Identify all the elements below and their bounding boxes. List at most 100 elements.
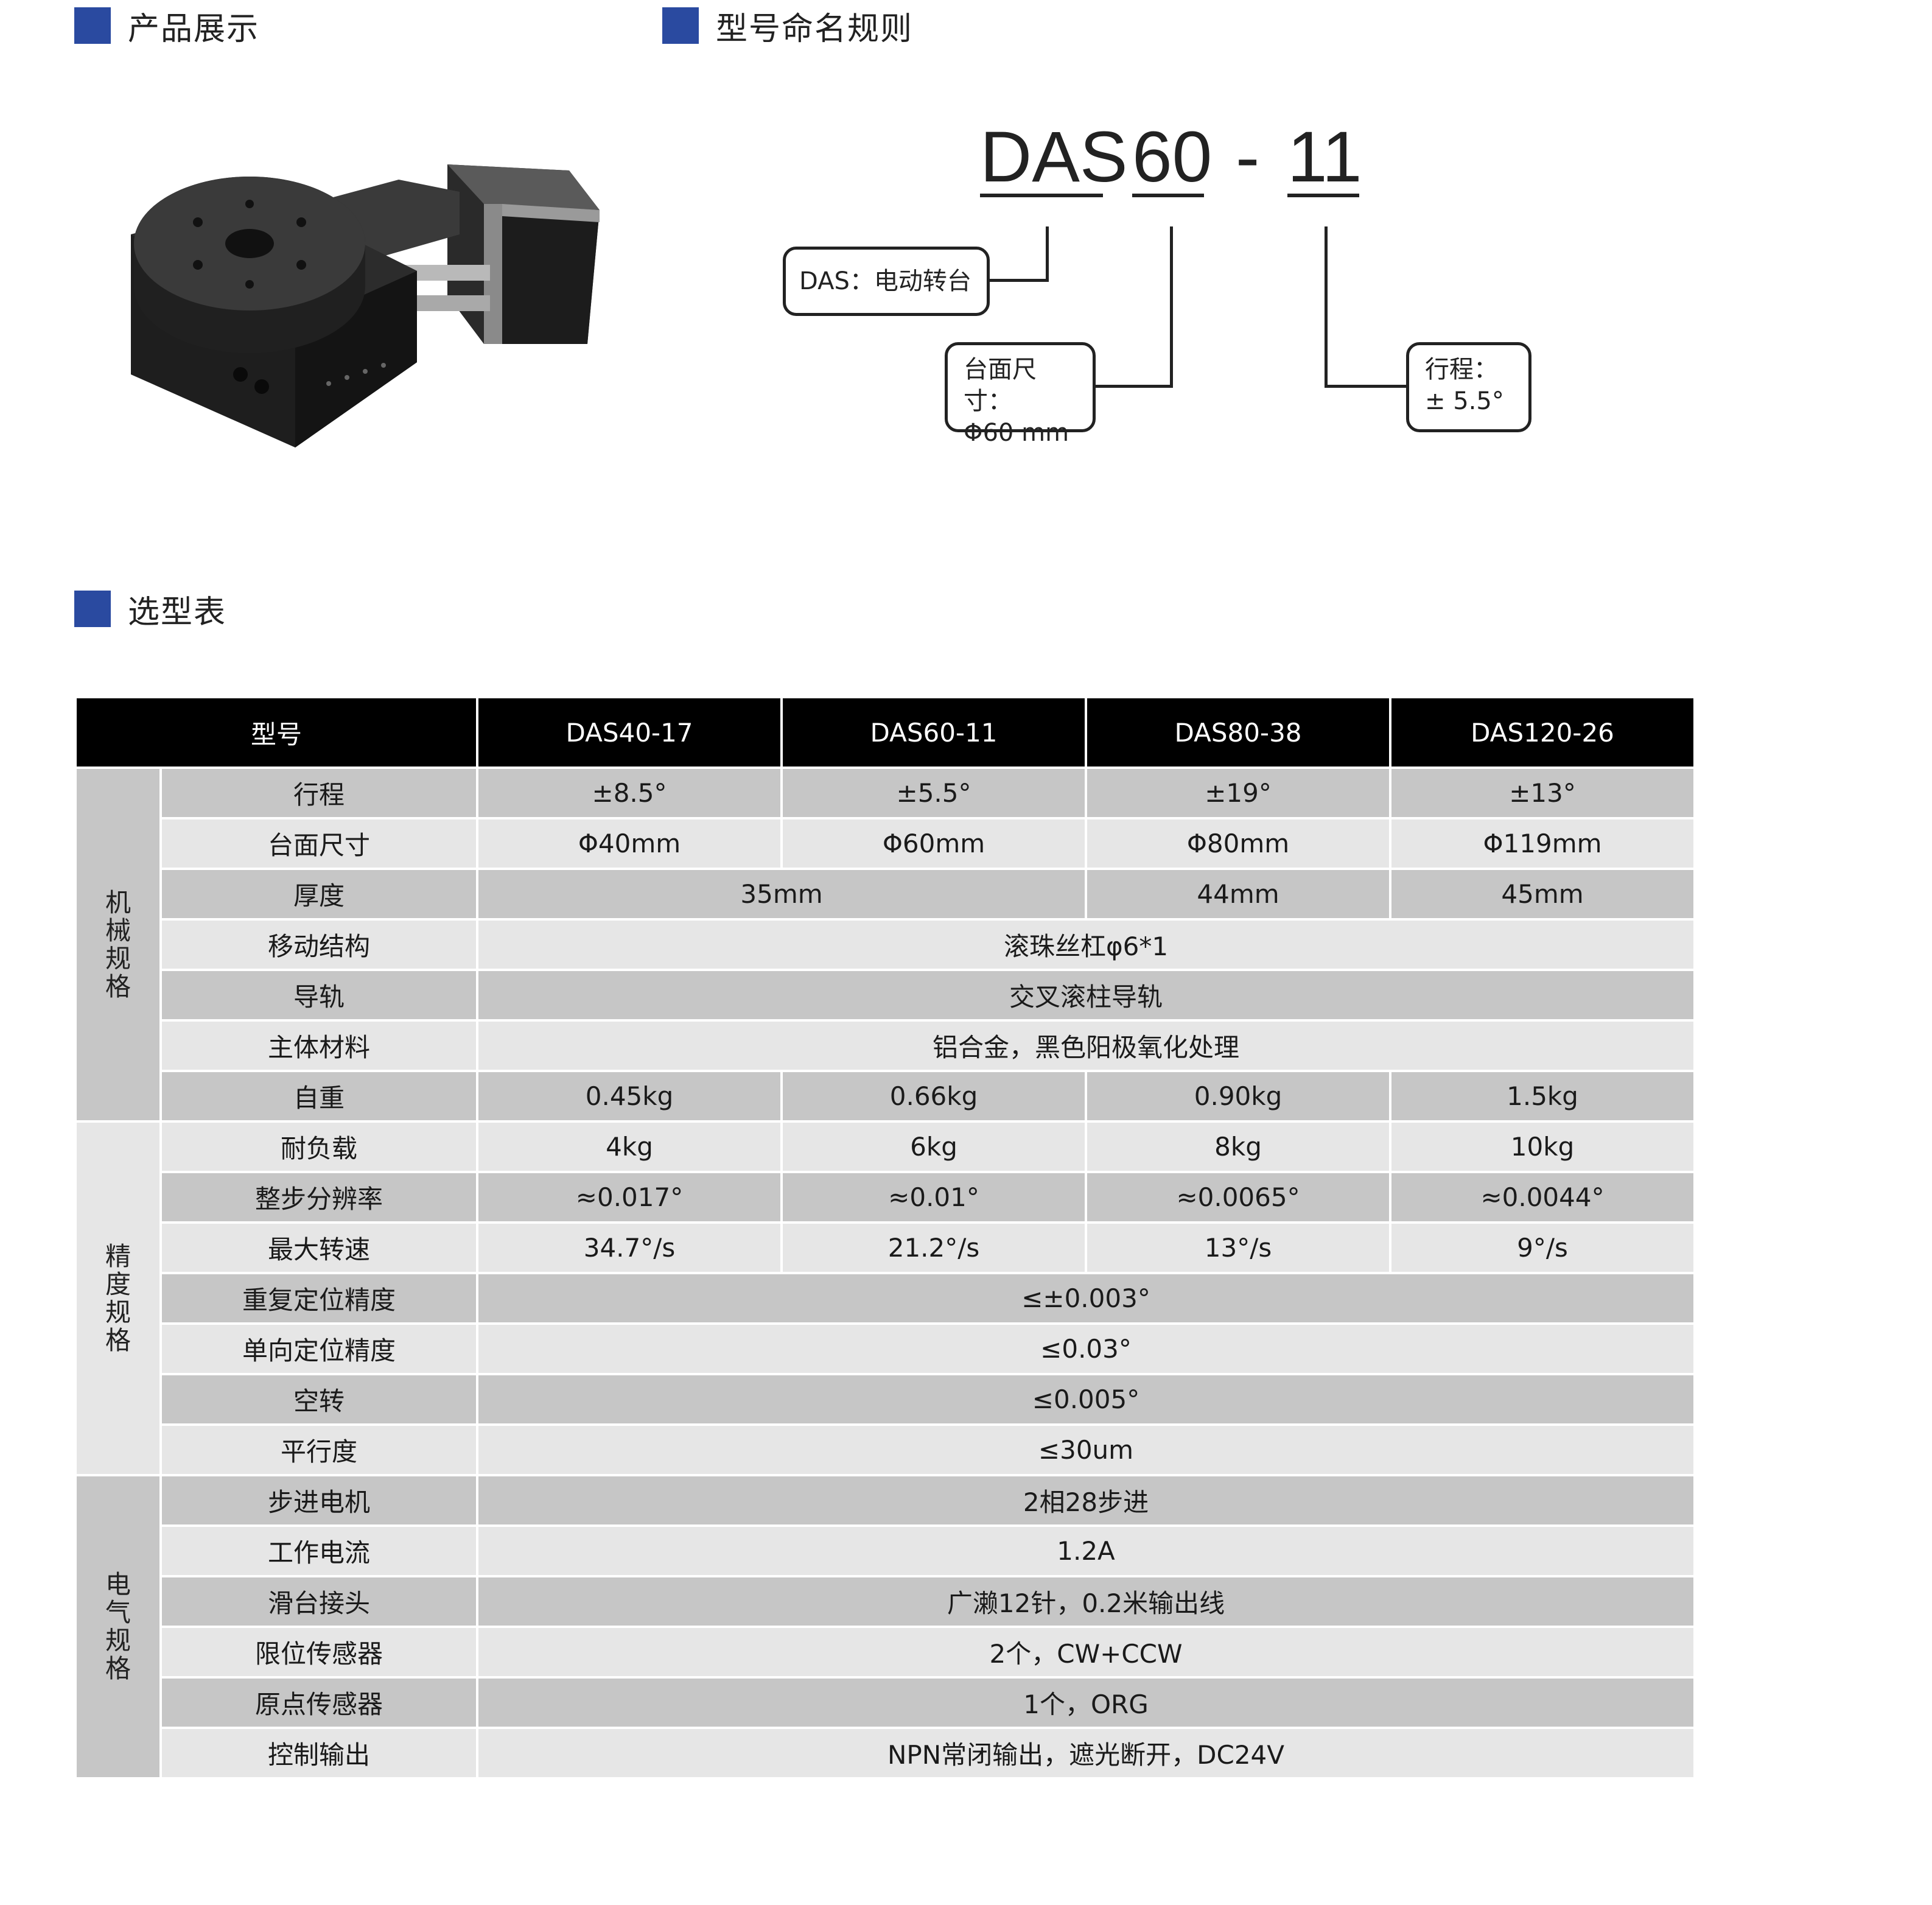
table-cell: 0.45kg <box>476 1070 783 1123</box>
row-label: 行程 <box>159 767 479 819</box>
section-header-product: 产品展示 <box>74 7 259 47</box>
table-cell: ≤30um <box>476 1423 1696 1476</box>
table-cell: Φ40mm <box>476 817 783 870</box>
table-row: 控制输出 NPN常闭输出，遮光断开，DC24V <box>75 1727 1696 1780</box>
table-cell: 广濑12针，0.2米输出线 <box>476 1575 1696 1628</box>
table-cell: 35mm <box>476 868 1088 921</box>
table-cell: 2相28步进 <box>476 1474 1696 1527</box>
table-cell: 交叉滚柱导轨 <box>476 969 1696 1022</box>
row-label: 滑台接头 <box>159 1575 479 1628</box>
row-label: 控制输出 <box>159 1727 479 1780</box>
callout-text: 台面尺寸： <box>964 356 1037 415</box>
table-cell: 1.2A <box>476 1524 1696 1577</box>
row-label: 自重 <box>159 1070 479 1123</box>
section-marker <box>662 7 699 44</box>
header-cell: DAS40-17 <box>476 696 783 769</box>
table-row: 整步分辨率 ≈0.017° ≈0.01° ≈0.0065° ≈0.0044° <box>75 1171 1696 1224</box>
row-label: 主体材料 <box>159 1019 479 1072</box>
row-label: 限位传感器 <box>159 1626 479 1679</box>
table-row: 原点传感器 1个，ORG <box>75 1676 1696 1729</box>
table-cell: Φ119mm <box>1389 817 1696 870</box>
table-cell: 10kg <box>1389 1120 1696 1173</box>
table-cell: 9°/s <box>1389 1221 1696 1274</box>
table-cell: ≈0.0044° <box>1389 1171 1696 1224</box>
table-cell: 1个，ORG <box>476 1676 1696 1729</box>
underline-size <box>1132 194 1204 197</box>
connector-line <box>1094 385 1173 388</box>
table-cell: ±19° <box>1085 767 1392 819</box>
row-label: 整步分辨率 <box>159 1171 479 1224</box>
table-row: 移动结构 滚珠丝杠φ6*1 <box>75 918 1696 971</box>
callout-das: DAS：电动转台 <box>783 247 990 316</box>
group-label-electrical: 电气规格 <box>74 1474 162 1780</box>
table-row: 导轨 交叉滚柱导轨 <box>75 969 1696 1022</box>
section-header-naming: 型号命名规则 <box>662 7 913 47</box>
table-cell: 铝合金，黑色阳极氧化处理 <box>476 1019 1696 1072</box>
table-cell: 44mm <box>1085 868 1392 921</box>
table-cell: 6kg <box>780 1120 1088 1173</box>
connector-line <box>989 279 1049 282</box>
table-row: 最大转速 34.7°/s 21.2°/s 13°/s 9°/s <box>75 1221 1696 1274</box>
section-title: 型号命名规则 <box>716 10 914 47</box>
table-cell: 0.66kg <box>780 1070 1088 1123</box>
code-part-das: DAS <box>980 117 1128 197</box>
connector-line <box>1046 226 1049 281</box>
section-title: 产品展示 <box>128 10 260 47</box>
table-cell: Φ60mm <box>780 817 1088 870</box>
row-label: 平行度 <box>159 1423 479 1476</box>
table-row: 单向定位精度 ≤0.03° <box>75 1322 1696 1375</box>
table-cell: ≈0.0065° <box>1085 1171 1392 1224</box>
table-row: 精度规格 耐负载 4kg 6kg 8kg 10kg <box>74 1120 1696 1476</box>
underline-das <box>980 194 1103 197</box>
table-row: 滑台接头 广濑12针，0.2米输出线 <box>75 1575 1696 1628</box>
table-row: 重复定位精度 ≤±0.003° <box>75 1272 1696 1325</box>
connector-line <box>1325 385 1409 388</box>
table-row: 空转 ≤0.005° <box>75 1373 1696 1426</box>
section-marker <box>74 7 111 44</box>
table-row: 机械规格 行程 ±8.5° ±5.5° ±19° ±13° <box>74 767 1696 1123</box>
table-cell: 0.90kg <box>1085 1070 1392 1123</box>
table-row: 台面尺寸 Φ40mm Φ60mm Φ80mm Φ119mm <box>75 817 1696 870</box>
table-cell: 45mm <box>1389 868 1696 921</box>
underline-stroke <box>1287 194 1359 197</box>
table-row: 限位传感器 2个，CW+CCW <box>75 1626 1696 1679</box>
table-cell: 8kg <box>1085 1120 1392 1173</box>
connector-line <box>1170 226 1173 388</box>
table-cell: 滚珠丝杠φ6*1 <box>476 918 1696 971</box>
row-label: 单向定位精度 <box>159 1322 479 1375</box>
row-label: 空转 <box>159 1373 479 1426</box>
callout-text: Φ60 mm <box>964 419 1069 447</box>
header-cell: 型号 <box>74 696 479 769</box>
table-row: 厚度 35mm 44mm 45mm <box>75 868 1696 921</box>
row-label: 步进电机 <box>159 1474 479 1527</box>
group-label-mechanical: 机械规格 <box>74 767 162 1123</box>
table-cell: 2个，CW+CCW <box>476 1626 1696 1679</box>
row-label: 耐负载 <box>159 1120 479 1173</box>
table-row: 平行度 ≤30um <box>75 1423 1696 1476</box>
row-label: 原点传感器 <box>159 1676 479 1729</box>
table-header-row: 型号 DAS40-17 DAS60-11 DAS80-38 DAS120-26 <box>74 696 1696 769</box>
header-cell: DAS60-11 <box>780 696 1088 769</box>
table-cell: 1.5kg <box>1389 1070 1696 1123</box>
connector-line <box>1325 226 1328 388</box>
section-header-table: 选型表 <box>74 591 226 631</box>
code-part-size: 60 <box>1132 117 1213 197</box>
table-cell: NPN常闭输出，遮光断开，DC24V <box>476 1727 1696 1780</box>
row-label: 导轨 <box>159 969 479 1022</box>
section-marker <box>74 591 111 627</box>
callout-text: DAS：电动转台 <box>799 267 971 295</box>
callout-size: 台面尺寸： Φ60 mm <box>945 342 1096 447</box>
table-cell: 34.7°/s <box>476 1221 783 1274</box>
table-cell: ±5.5° <box>780 767 1088 819</box>
table-cell: 4kg <box>476 1120 783 1173</box>
table-cell: ≤0.03° <box>476 1322 1696 1375</box>
row-label: 移动结构 <box>159 918 479 971</box>
table-cell: 13°/s <box>1085 1221 1392 1274</box>
table-cell: ≈0.01° <box>780 1171 1088 1224</box>
table-row: 电气规格 步进电机 2相28步进 <box>74 1474 1696 1780</box>
table-cell: ≤±0.003° <box>476 1272 1696 1325</box>
callout-text: 行程： <box>1425 356 1498 384</box>
table-row: 主体材料 铝合金，黑色阳极氧化处理 <box>75 1019 1696 1072</box>
row-label: 台面尺寸 <box>159 817 479 870</box>
table-cell: 21.2°/s <box>780 1221 1088 1274</box>
